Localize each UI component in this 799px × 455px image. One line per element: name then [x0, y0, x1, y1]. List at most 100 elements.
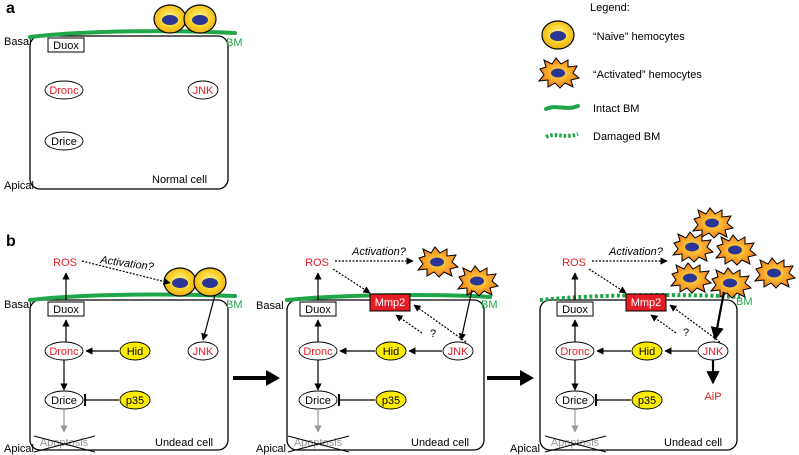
p35-label: p35	[638, 395, 656, 407]
activation-label: Activation?	[99, 254, 156, 274]
duox-box	[47, 37, 85, 53]
duox-box	[47, 301, 85, 317]
drice-label: Drice	[51, 395, 77, 407]
bm-label: BM	[226, 37, 243, 49]
legend-item-label: “Naive” hemocytes	[593, 31, 685, 43]
activated-hemocyte	[457, 265, 499, 297]
legend-item-label: Damaged BM	[593, 131, 660, 143]
bm-label: BM	[226, 299, 243, 311]
dronc-label: Dronc	[303, 346, 333, 358]
jnk-label: JNK	[448, 346, 469, 358]
apoptosis-cross	[33, 435, 96, 453]
hid-label: Hid	[127, 346, 144, 358]
activated-hemocyte	[710, 267, 752, 299]
hemocyte-jnk-arrow	[458, 289, 473, 341]
hid-label: Hid	[383, 346, 400, 358]
naive-hemocyte-icon	[541, 20, 575, 50]
jnk-mmp2-arrow	[413, 304, 467, 343]
basal-label: Basal	[4, 36, 32, 48]
hid-node	[631, 341, 663, 361]
apical-label: Apical	[256, 443, 286, 455]
cell-label: Undead cell	[411, 437, 469, 449]
dronc-node	[44, 80, 84, 100]
activation-label: Activation?	[351, 246, 407, 258]
hid-node	[119, 341, 151, 361]
duox-box	[299, 301, 337, 317]
bm-label: BM	[481, 299, 498, 311]
transition-arrow-head	[520, 370, 534, 386]
apical-label: Apical	[4, 443, 34, 455]
panel-b-letter: b	[6, 233, 16, 250]
mmp2-label: Mmp2	[631, 297, 662, 309]
damaged-bm-icon	[545, 132, 579, 139]
question-mark: ?	[430, 328, 436, 340]
damaged-bm	[539, 293, 741, 302]
ros-label: ROS	[53, 257, 77, 269]
hid-label: Hid	[639, 346, 656, 358]
mmp2-label: Mmp2	[375, 297, 406, 309]
cell-membrane	[29, 299, 229, 451]
intact-bm	[28, 29, 237, 39]
jnk-node	[187, 341, 219, 361]
activated-hemocyte	[417, 246, 459, 278]
cell-label: Undead cell	[155, 437, 213, 449]
activated-hemocyte	[715, 234, 757, 266]
mmp2-box	[369, 293, 411, 312]
legend: Legend: “Naive” hemocytes “Activated” he…	[538, 2, 702, 143]
duox-label: Duox	[305, 304, 331, 316]
legend-item-label: “Activated” hemocytes	[593, 69, 702, 81]
apoptosis-label: Apoptosis	[40, 437, 89, 449]
p35-node	[375, 390, 407, 410]
ros-label: ROS	[305, 257, 329, 269]
cell-label: Normal cell	[152, 174, 207, 186]
hemocyte-jnk-arrow	[710, 291, 726, 341]
activated-hemocyte	[672, 231, 714, 263]
mmp2-box	[625, 293, 667, 312]
apoptosis-cross	[544, 435, 607, 453]
cell-label: Undead cell	[664, 437, 722, 449]
naive-hemocyte	[163, 267, 197, 297]
naive-hemocyte	[193, 267, 227, 297]
activation-arrow	[81, 260, 171, 285]
cell-membrane	[286, 299, 485, 451]
drice-label: Drice	[305, 395, 331, 407]
undead-cell-3: Apical BM ROS Activation? Duox Mmp2 ? Dr…	[510, 207, 796, 455]
apical-label: Apical	[4, 180, 34, 192]
p35-label: p35	[126, 395, 144, 407]
hid-node	[375, 341, 407, 361]
dronc-label: Dronc	[49, 85, 79, 97]
activated-hemocyte-icon	[538, 57, 580, 89]
naive-hemocyte	[183, 4, 217, 34]
duox-label: Duox	[562, 304, 588, 316]
p35-label: p35	[382, 395, 400, 407]
apoptosis-label: Apoptosis	[551, 437, 600, 449]
drice-label: Drice	[51, 136, 77, 148]
duox-label: Duox	[53, 304, 79, 316]
p35-node	[119, 390, 151, 410]
drice-label: Drice	[562, 395, 588, 407]
question-mark: ?	[683, 327, 689, 339]
bm-label: BM	[736, 296, 753, 308]
duox-label: Duox	[53, 40, 79, 52]
normal-cell-membrane	[29, 35, 229, 190]
undead-cell-1: Basal Apical BM ROS Activation? Duox Dro…	[4, 254, 243, 455]
dronc-label: Dronc	[49, 346, 79, 358]
p35-node	[631, 390, 663, 410]
jnk-label: JNK	[193, 346, 214, 358]
naive-hemocyte	[153, 4, 187, 34]
activated-hemocyte	[754, 257, 796, 289]
dronc-label: Dronc	[560, 346, 590, 358]
aip-label: AiP	[704, 391, 721, 403]
basal-label: Basal	[256, 300, 284, 312]
ros-label: ROS	[562, 257, 586, 269]
transition-arrow-head	[266, 370, 280, 386]
apical-label: Apical	[510, 443, 540, 455]
jnk-mmp2-question-arrow	[395, 314, 423, 334]
drice-node	[44, 131, 84, 151]
ros-mmp2-arrow	[588, 268, 627, 294]
ros-mmp2-arrow	[332, 268, 371, 294]
undead-cell-2: Basal Apical BM ROS Activation? Duox Mmp…	[256, 246, 499, 455]
panel-a-letter: a	[6, 0, 15, 17]
cell-membrane	[539, 299, 738, 451]
duox-box	[556, 301, 594, 317]
